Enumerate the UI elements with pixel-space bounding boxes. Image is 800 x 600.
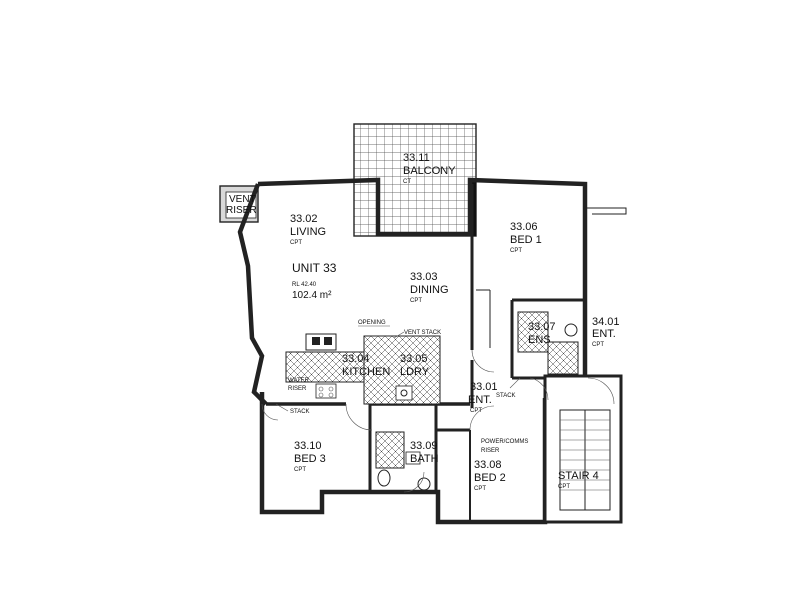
kitchen-bench [285,333,441,405]
bed1-code: 33.06 [510,221,538,233]
entry2-name: ENT. [592,328,616,340]
kitchen-code: 33.04 [342,353,370,365]
bed3-name: BED 3 [294,453,326,465]
bed2-code: 33.08 [474,459,502,471]
exterior-walls [237,177,627,525]
unit-rl: RL 42.40 [292,282,317,288]
bath-code: 33.09 [410,440,438,452]
bed1-finish: CPT [510,248,522,254]
kitchen-name: KITCHEN [342,366,390,378]
bed2-finish: CPT [474,486,486,492]
unit-name: UNIT 33 [292,261,337,275]
laundry-code: 33.05 [400,353,428,365]
living-finish: CPT [290,240,302,246]
dining-code: 33.03 [410,271,438,283]
vent-riser-label-1: VENT [229,194,256,205]
ens-code: 33.07 [528,321,556,333]
balcony-name: BALCONY [403,165,456,177]
bed3-finish: CPT [294,467,306,473]
riser-label: RISER [481,448,500,454]
stair [543,374,623,524]
bed3-code: 33.10 [294,440,322,452]
unit-area: 102.4 m² [292,290,332,301]
entry-finish: CPT [470,408,482,414]
bed1-name: BED 1 [510,234,542,246]
vent-stack-label: VENT STACK [404,330,441,336]
laundry-name: LDRY [400,366,430,378]
entry-name: ENT. [468,394,492,406]
stack-label-left: STACK [290,409,310,415]
vent-stack-leader [393,331,405,339]
dining-finish: CPT [410,298,422,304]
ens-name: ENS [528,334,551,346]
power-comms-label: POWER/COMMS [481,439,528,445]
stack-leader-right [509,377,521,389]
balcony-finish: CT [403,179,411,185]
opening-label: OPENING [358,320,386,326]
wet-areas [375,311,579,491]
living-code: 33.02 [290,213,318,225]
door-swings [261,349,615,493]
stair-name: STAIR 4 [558,470,599,482]
bed2-name: BED 2 [474,472,506,484]
stack-label-right: STACK [496,393,516,399]
entry2-finish: CPT [592,342,604,348]
dining-name: DINING [410,284,449,296]
stair-finish: CPT [558,484,570,490]
interior-walls [266,184,585,522]
entry-code: 33.01 [470,381,498,393]
water-riser-label-1: WATER [288,378,310,384]
stack-leader-left [275,403,289,412]
entry2-code: 34.01 [592,316,620,328]
balcony-code: 33.11 [403,152,430,164]
water-riser-label-2: RISER [288,386,307,392]
vent-riser-label-2: RISER [226,205,257,216]
living-name: LIVING [290,226,326,238]
bath-name: BATH [410,453,439,465]
